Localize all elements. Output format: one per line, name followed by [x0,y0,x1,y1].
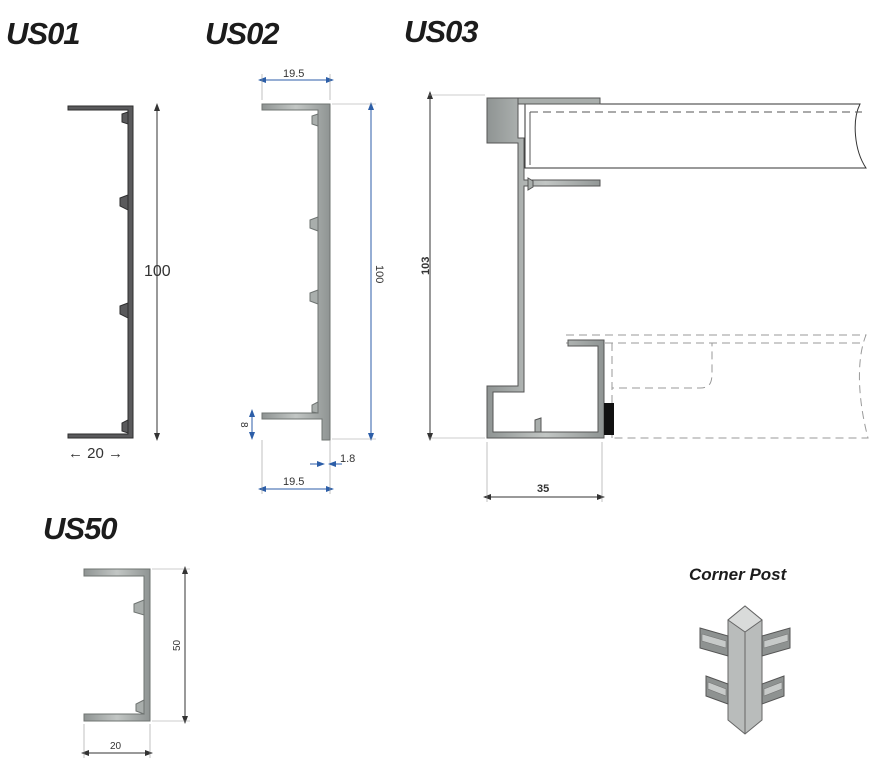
corner-post-illustration [699,605,791,735]
us03-width-label: 35 [537,483,549,495]
us01-width-label: ← 20 → [68,445,123,462]
us01-height-label: 100 [144,263,171,280]
us50-width-label: 20 [110,741,122,752]
us02-top-width-label: 19.5 [283,68,304,80]
title-corner-post: Corner Post [689,565,787,584]
us02-height-label: 100 [373,265,385,283]
title-us03: US03 [404,14,479,49]
title-us50: US50 [43,511,118,546]
us03-height-label: 103 [420,257,432,275]
us02-bottom-width-label: 19.5 [283,476,304,488]
profile-us50 [83,568,151,722]
us03-panel-top [524,103,867,169]
us50-height-label: 50 [172,639,183,651]
profile-us02 [261,103,331,441]
title-us02: US02 [205,16,280,51]
profile-us03 [486,97,614,439]
us02-thickness-label: 1.8 [340,453,355,465]
us02-lip-label: 8 [238,422,249,428]
title-us01: US01 [6,16,81,51]
profile-us01 [67,105,134,439]
